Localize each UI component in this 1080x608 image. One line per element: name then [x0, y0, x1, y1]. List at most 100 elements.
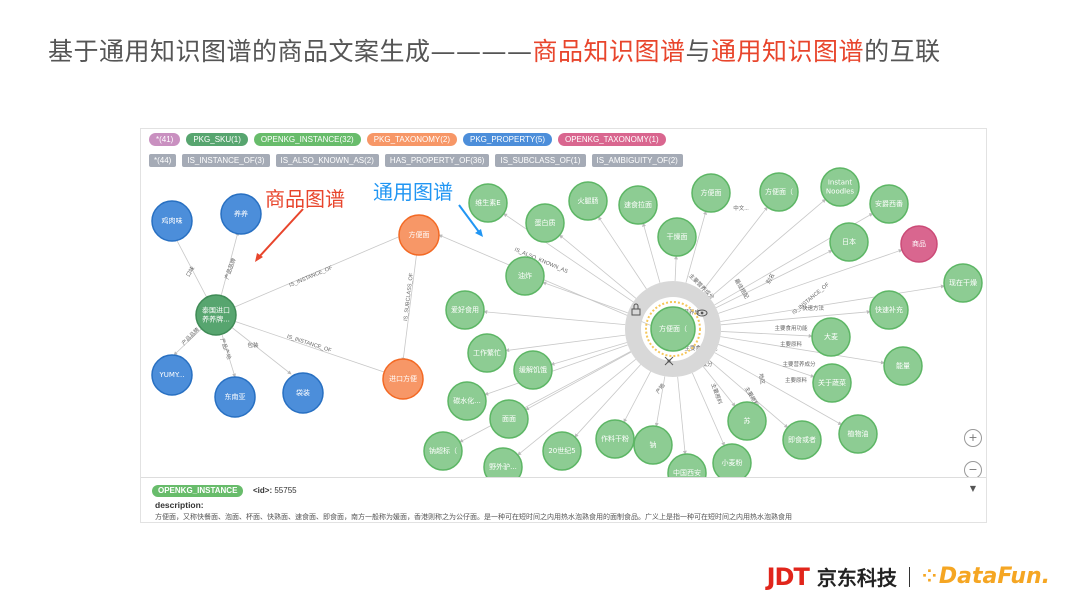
graph-edge [714, 352, 843, 425]
svg-text:IS_SUBCLASS_OF: IS_SUBCLASS_OF [403, 272, 415, 321]
graph-node-label: 方便面 [701, 188, 722, 197]
rel-tag[interactable]: HAS_PROPERTY_OF(36) [384, 154, 490, 167]
graph-node[interactable]: 缓解饥饿 [513, 350, 553, 390]
graph-node[interactable]: 作料干粉 [595, 419, 635, 459]
graph-node[interactable]: 火腿肠 [568, 181, 608, 221]
graph-node[interactable]: 方便面 [398, 214, 440, 256]
node-details-bar: OPENKG_INSTANCE <id>: 55755 description:… [141, 477, 986, 522]
rel-tag[interactable]: IS_AMBIGUITY_OF(2) [591, 154, 683, 167]
graph-node[interactable]: 袋装 [282, 372, 324, 414]
graph-edge [674, 255, 679, 282]
graph-node[interactable]: 野外驴... [483, 447, 523, 477]
rel-tag[interactable]: IS_ALSO_KNOWN_AS(2) [275, 154, 379, 167]
label-pill[interactable]: PKG_TAXONOMY(2) [366, 133, 457, 146]
graph-node-label: 袋装 [296, 388, 310, 397]
graph-node[interactable]: 进口方便 [382, 358, 424, 400]
label-pill[interactable]: *(41) [149, 133, 181, 146]
graph-node[interactable]: 面面 [489, 399, 529, 439]
graph-node[interactable]: 鸡肉味 [151, 200, 193, 242]
graph-node-label: 苏 [744, 416, 751, 425]
graph-node[interactable]: 现在干燥 [943, 263, 983, 303]
svg-text:中文...: 中文... [733, 204, 749, 212]
graph-node-label: 东南亚 [225, 392, 246, 401]
graph-node[interactable]: 维生素E [468, 183, 508, 223]
title-and: 与 [685, 37, 712, 66]
annotation-left-text: 商品图谱 [265, 187, 345, 211]
graph-node-label: YUMY... [159, 371, 185, 379]
expand-icon[interactable] [664, 356, 674, 366]
svg-text:IS_INSTANCE_OF: IS_INSTANCE_OF [286, 334, 333, 354]
rel-tag[interactable]: *(44) [149, 154, 177, 167]
svg-text:快速方法: 快速方法 [802, 304, 825, 312]
label-pill[interactable]: OPENKG_TAXONOMY(1) [557, 133, 666, 146]
rel-tag[interactable]: IS_INSTANCE_OF(3) [182, 154, 270, 167]
graph-node-label: 爱好食用 [451, 305, 479, 314]
rel-tag[interactable]: IS_SUBCLASS_OF(1) [495, 154, 586, 167]
jdt-logo-cn: 京东科技 [816, 566, 897, 590]
graph-edge [642, 222, 661, 283]
graph-node[interactable]: 20世纪5 [542, 431, 582, 471]
graph-node-label: 缓解饥饿 [519, 365, 547, 374]
graph-node-label: 方便面（ [765, 187, 793, 196]
graph-edge [709, 360, 789, 429]
graph-node[interactable]: 方便面（ [650, 306, 696, 352]
graph-edge [542, 281, 628, 314]
graph-edge [715, 250, 833, 309]
graph-node[interactable]: 速食拉面 [618, 185, 658, 225]
eye-icon[interactable] [696, 309, 708, 317]
zoom-in-button[interactable]: + [964, 429, 982, 447]
lock-icon[interactable] [631, 303, 641, 316]
graph-node[interactable]: 能量 [883, 346, 923, 386]
graph-node[interactable]: 方便面 [691, 173, 731, 213]
graph-node[interactable]: 方便面（ [759, 172, 799, 212]
graph-node-label: 进口方便 [389, 374, 417, 383]
graph-node-label: 大麦 [824, 332, 838, 341]
label-pill[interactable]: PKG_PROPERTY(5) [463, 133, 552, 146]
graph-node[interactable]: 爱好食用 [445, 290, 485, 330]
graph-node[interactable]: 钠超标（ [423, 431, 463, 471]
graph-node[interactable]: 东南亚 [214, 376, 256, 418]
title-prefix: 基于通用知识图谱的商品文案生成———— [48, 37, 533, 66]
label-pill[interactable]: PKG_SKU(1) [186, 133, 248, 146]
svg-text:地区: 地区 [757, 373, 767, 386]
svg-text:产地: 产地 [654, 381, 667, 395]
chevron-down-icon[interactable]: ▼ [969, 484, 976, 493]
graph-node[interactable]: YUMY... [151, 354, 193, 396]
graph-edge [505, 334, 626, 353]
jdt-logo: JDT [766, 562, 810, 591]
graph-node[interactable]: 养养 [220, 193, 262, 235]
graph-node[interactable]: 安爵西番 [869, 184, 909, 224]
graph-node[interactable]: 中国西安 [667, 453, 707, 477]
graph-node[interactable]: 苏 [727, 401, 767, 441]
graph-node[interactable]: 小麦粉 [712, 443, 752, 477]
graph-node-label: 速食拉面 [624, 200, 652, 209]
graph-edge [720, 331, 813, 338]
graph-node-label: 现在干燥 [949, 278, 977, 287]
graph-node[interactable]: 蛋白质 [525, 203, 565, 243]
graph-node[interactable]: 商品 [900, 225, 938, 263]
graph-canvas[interactable]: 口味 产品品牌 产品品牌 产品产地 包装 IS_INSTANCE_OF IS_I… [141, 129, 986, 477]
graph-node[interactable]: 日本 [829, 222, 869, 262]
label-pill[interactable]: OPENKG_INSTANCE(32) [253, 133, 361, 146]
selected-node-ring[interactable] [625, 281, 721, 377]
graph-edge [718, 344, 815, 378]
graph-node[interactable]: 油炸 [505, 256, 545, 296]
graph-node[interactable]: 即食或者 [782, 420, 822, 460]
graph-node-label: 工作繁忙 [473, 348, 501, 357]
graph-node[interactable]: 干燥面 [657, 217, 697, 257]
svg-text:包装: 包装 [247, 341, 259, 349]
graph-node[interactable]: 植物油 [838, 414, 878, 454]
graph-node[interactable]: 关于蔬菜 [812, 363, 852, 403]
graph-node[interactable]: 钠 [633, 425, 673, 465]
svg-text:产品品牌: 产品品牌 [180, 325, 202, 347]
graph-node[interactable]: 工作繁忙 [467, 333, 507, 373]
graph-edge [709, 198, 827, 299]
graph-node[interactable]: 快速补充 [869, 290, 909, 330]
annotation-general-kg: 通用图谱 [373, 180, 483, 237]
graph-node[interactable]: 大麦 [811, 317, 851, 357]
graph-node[interactable]: 泰国进口养养牌... [195, 294, 237, 336]
graph-node[interactable]: 碳水化... [447, 381, 487, 421]
divider [908, 566, 910, 587]
